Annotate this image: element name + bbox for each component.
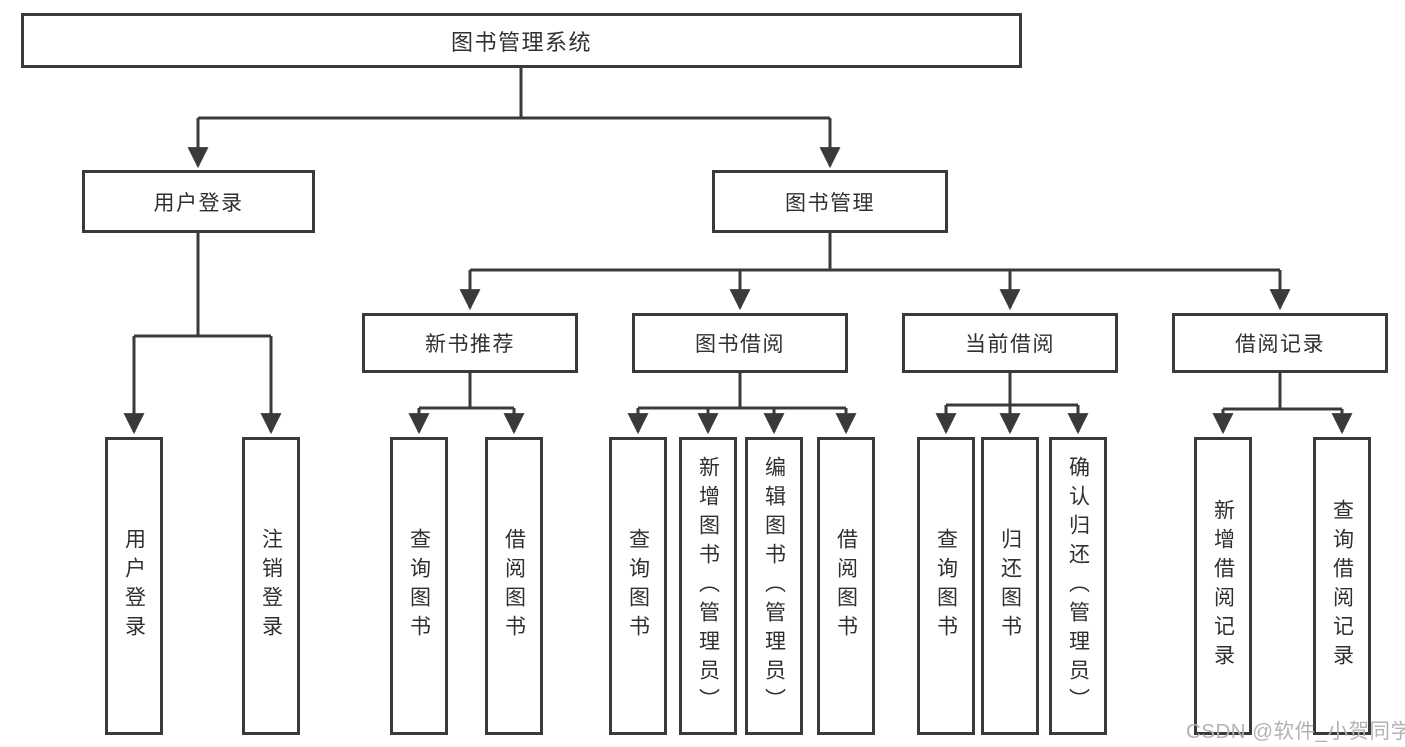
leaf-query-books-borrow: 查询图书	[609, 437, 667, 735]
node-label: 查询图书	[934, 528, 958, 644]
node-label: 注销登录	[259, 528, 283, 644]
node-book-borrow: 图书借阅	[632, 313, 848, 373]
node-label: 图书管理	[785, 191, 875, 215]
node-current-borrow: 当前借阅	[902, 313, 1118, 373]
edges-user-login	[123, 233, 282, 435]
node-label: 借阅图书	[502, 528, 526, 644]
node-label: 编辑图书（管理员）	[762, 455, 786, 717]
node-label: 查询图书	[626, 528, 650, 644]
node-new-book-recommend: 新书推荐	[362, 313, 578, 373]
node-label: 新增借阅记录	[1211, 499, 1235, 673]
node-label: 用户登录	[122, 528, 146, 644]
leaf-borrow-books-recommend: 借阅图书	[485, 437, 543, 735]
node-label: 用户登录	[153, 191, 244, 215]
edges-borrow-records	[1212, 373, 1353, 435]
node-label: 查询图书	[407, 528, 431, 644]
leaf-add-books-admin: 新增图书（管理员）	[679, 437, 737, 735]
edges-book-borrow	[627, 373, 857, 435]
node-label: 借阅图书	[834, 528, 858, 644]
node-label: 归还图书	[998, 528, 1022, 644]
leaf-borrow-books: 借阅图书	[817, 437, 875, 735]
node-root-system: 图书管理系统	[21, 13, 1022, 68]
leaf-logout: 注销登录	[242, 437, 300, 735]
node-label: 确认归还（管理员）	[1066, 455, 1090, 717]
leaf-query-books-recommend: 查询图书	[390, 437, 448, 735]
node-user-login: 用户登录	[82, 170, 315, 233]
node-label: 查询借阅记录	[1330, 499, 1354, 673]
leaf-query-books-current: 查询图书	[917, 437, 975, 735]
edges-current-borrow	[935, 373, 1089, 435]
csdn-watermark: CSDN @软件_小贺同学	[1186, 720, 1405, 743]
leaf-add-borrow-record: 新增借阅记录	[1194, 437, 1252, 735]
leaf-query-borrow-record: 查询借阅记录	[1313, 437, 1371, 735]
node-label: 新增图书（管理员）	[696, 455, 720, 717]
leaf-user-login: 用户登录	[105, 437, 163, 735]
node-label: 借阅记录	[1235, 333, 1325, 356]
leaf-edit-books-admin: 编辑图书（管理员）	[745, 437, 803, 735]
node-label: 图书管理系统	[450, 29, 592, 55]
leaf-return-books: 归还图书	[981, 437, 1039, 735]
edges-new-book-recommend	[408, 373, 525, 435]
edges-root	[187, 68, 841, 169]
node-label: 图书借阅	[695, 333, 785, 356]
leaf-confirm-return-admin: 确认归还（管理员）	[1049, 437, 1107, 735]
node-book-management: 图书管理	[712, 170, 948, 233]
edges-book-management	[459, 233, 1291, 311]
node-label: 当前借阅	[965, 333, 1055, 356]
node-borrow-records: 借阅记录	[1172, 313, 1388, 373]
node-label: 新书推荐	[425, 333, 515, 356]
